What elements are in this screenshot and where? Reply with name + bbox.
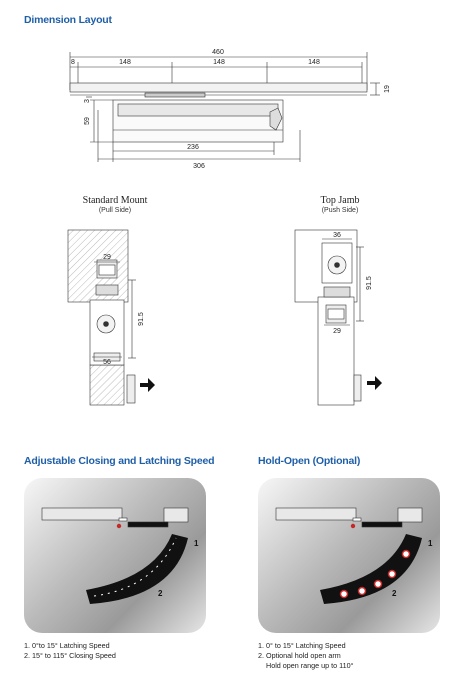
dimension-layout-drawing: 460 8 148 148 148 19 59 3 236 306 bbox=[69, 49, 391, 170]
dim-segment-1: 148 bbox=[119, 59, 131, 66]
closing-marker-2: 2 bbox=[158, 589, 163, 598]
dim-segment-2: 148 bbox=[213, 59, 225, 66]
top-jamb-title: Top Jamb bbox=[320, 195, 360, 206]
holdopen-marker-2: 2 bbox=[392, 589, 397, 598]
standard-mount-subtitle: (Pull Side) bbox=[98, 207, 132, 214]
dim-depth: 59 bbox=[84, 117, 91, 125]
dim-overall: 460 bbox=[212, 49, 224, 56]
holdopen-caption-3: Hold open range up to 110° bbox=[266, 661, 354, 670]
top-jamb-subtitle: (Push Side) bbox=[321, 207, 359, 214]
dim-body-outer: 306 bbox=[193, 163, 205, 170]
topjamb-dim-height: 91.5 bbox=[366, 276, 373, 290]
closing-marker-1: 1 bbox=[194, 539, 199, 548]
dim-edge: 8 bbox=[71, 59, 75, 66]
standard-dim-top: 29 bbox=[103, 254, 111, 261]
hold-open-heading: Hold-Open (Optional) bbox=[258, 455, 361, 467]
standard-dim-height: 91.5 bbox=[138, 312, 145, 326]
dim-segment-3: 148 bbox=[308, 59, 320, 66]
standard-mount-title: Standard Mount bbox=[82, 195, 148, 206]
topjamb-dim-bottom: 29 bbox=[333, 328, 341, 335]
closing-speed-heading: Adjustable Closing and Latching Speed bbox=[24, 455, 215, 467]
top-jamb-drawing: 36 91.5 29 bbox=[294, 229, 382, 406]
closing-caption-2: 2. 15° to 115° Closing Speed bbox=[24, 651, 116, 660]
dim-height-right: 19 bbox=[384, 85, 391, 93]
standard-mount-drawing: 29 91.5 56 bbox=[67, 229, 155, 406]
closing-speed-panel: 1 2 bbox=[24, 478, 206, 633]
holdopen-caption-2: 2. Optional hold open arm bbox=[258, 651, 341, 660]
hold-open-panel: 1 2 bbox=[258, 478, 440, 633]
standard-dim-bottom: 56 bbox=[103, 359, 111, 366]
closing-caption-1: 1. 0°to 15° Latching Speed bbox=[24, 641, 110, 650]
holdopen-marker-1: 1 bbox=[428, 539, 433, 548]
holdopen-caption-1: 1. 0° to 15° Latching Speed bbox=[258, 641, 346, 650]
dim-body-inner: 236 bbox=[187, 144, 199, 151]
dim-offset: 3 bbox=[84, 99, 91, 103]
dimension-layout-heading: Dimension Layout bbox=[24, 14, 112, 26]
topjamb-dim-top: 36 bbox=[333, 232, 341, 239]
